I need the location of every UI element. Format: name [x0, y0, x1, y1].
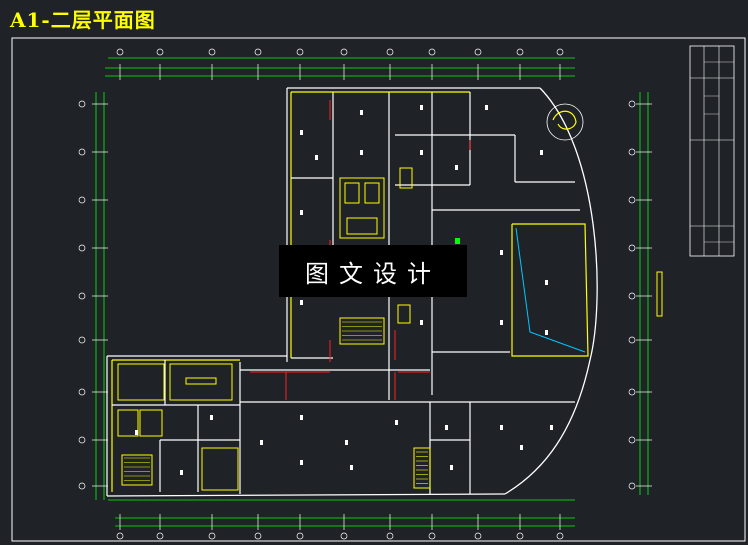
stair-treads [124, 321, 428, 484]
marker-green [455, 238, 460, 244]
drawing-title: A1-二层平面图 [10, 8, 156, 32]
stair-icon [121, 167, 431, 489]
atrium [511, 223, 589, 357]
curved-facade [504, 87, 598, 495]
structural-columns [135, 105, 553, 475]
grid-bubble-icon [78, 48, 636, 540]
watermark-label: 图文设计 [279, 245, 467, 297]
title-block [689, 45, 735, 257]
lower-wing [106, 355, 575, 497]
dimension-ticks [92, 64, 652, 530]
drawing-frame [11, 37, 746, 542]
upper-wing [286, 87, 580, 400]
spiral-stair-icon [552, 110, 577, 130]
scale-bar [656, 271, 663, 317]
door-swing-icon [250, 100, 471, 400]
lower-left-rooms [117, 363, 239, 491]
round-tower [546, 103, 584, 141]
